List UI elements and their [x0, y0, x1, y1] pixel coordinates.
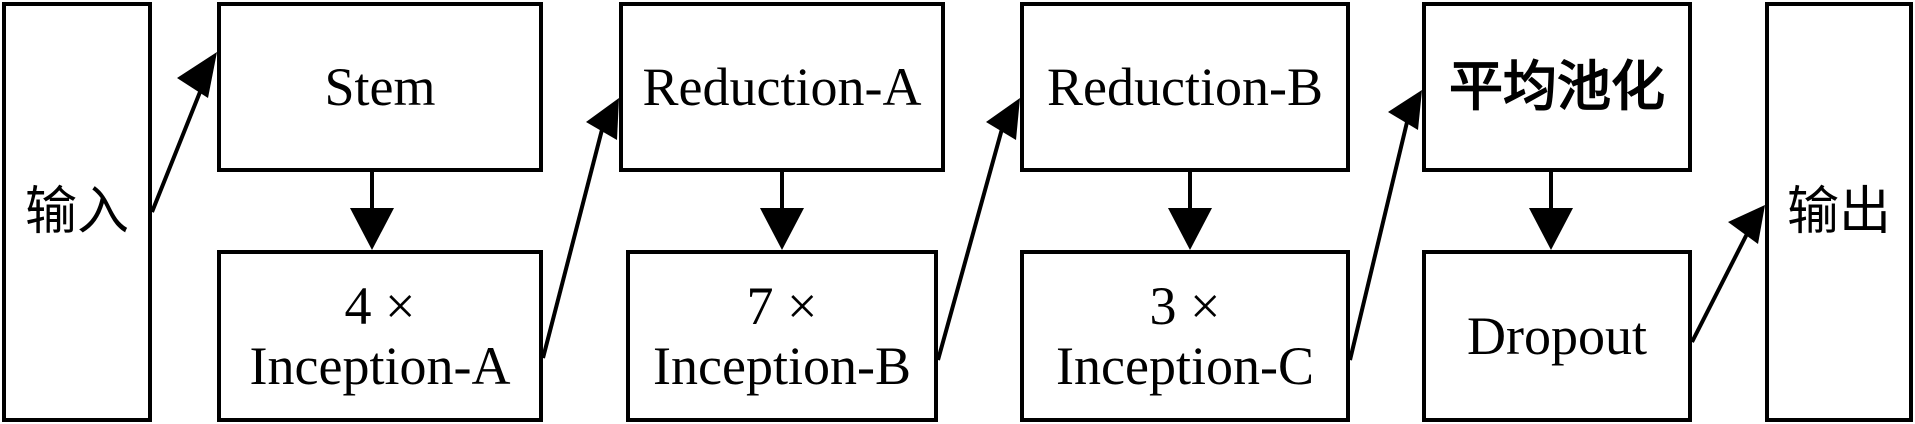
- inception-a-node: 4 × Inception-A: [217, 250, 543, 422]
- arrowhead-dropout: [1529, 208, 1573, 250]
- output-node: 输出: [1765, 2, 1913, 422]
- arrow-inception-a-to-reduction-a: [541, 117, 607, 359]
- reduction-b-node: Reduction-B: [1020, 2, 1350, 172]
- inception-b-label: Inception-B: [653, 336, 911, 396]
- average-pooling-label: 平均池化: [1449, 54, 1665, 118]
- arrowhead-inception-c: [1168, 208, 1212, 250]
- arrowhead-stem: [177, 52, 217, 98]
- inception-c-label: Inception-C: [1056, 336, 1314, 396]
- arrow-input-to-stem: [150, 71, 210, 213]
- reduction-a-label: Reduction-A: [642, 56, 922, 117]
- inception-a-count: 4 ×: [344, 275, 416, 336]
- arrowhead-inception-b: [760, 208, 804, 250]
- stem-node: Stem: [217, 2, 543, 172]
- inception-c-node: 3 × Inception-C: [1020, 250, 1350, 422]
- arrow-dropout-to-output: [1690, 227, 1752, 343]
- arrowhead-inception-a: [350, 208, 394, 250]
- arrowhead-output: [1728, 205, 1765, 244]
- reduction-b-label: Reduction-B: [1047, 56, 1323, 117]
- stem-label: Stem: [324, 56, 436, 117]
- inception-a-label: Inception-A: [249, 336, 511, 396]
- output-label: 输出: [1786, 181, 1891, 242]
- arrow-inception-b-to-reduction-b: [936, 117, 1007, 361]
- dropout-node: Dropout: [1422, 250, 1692, 422]
- inception-c-count: 3 ×: [1149, 275, 1221, 336]
- input-node: 输入: [2, 2, 152, 422]
- inception-b-count: 7 ×: [746, 275, 818, 336]
- arrowhead-avg-pooling: [1388, 90, 1422, 130]
- arrow-inception-c-to-avg-pooling: [1348, 117, 1410, 361]
- inception-b-node: 7 × Inception-B: [626, 250, 938, 422]
- dropout-label: Dropout: [1467, 305, 1647, 366]
- arrowhead-reduction-b: [986, 98, 1020, 140]
- arrowhead-reduction-a: [586, 98, 619, 140]
- input-label: 输入: [24, 181, 129, 242]
- reduction-a-node: Reduction-A: [619, 2, 945, 172]
- average-pooling-node: 平均池化: [1422, 2, 1692, 172]
